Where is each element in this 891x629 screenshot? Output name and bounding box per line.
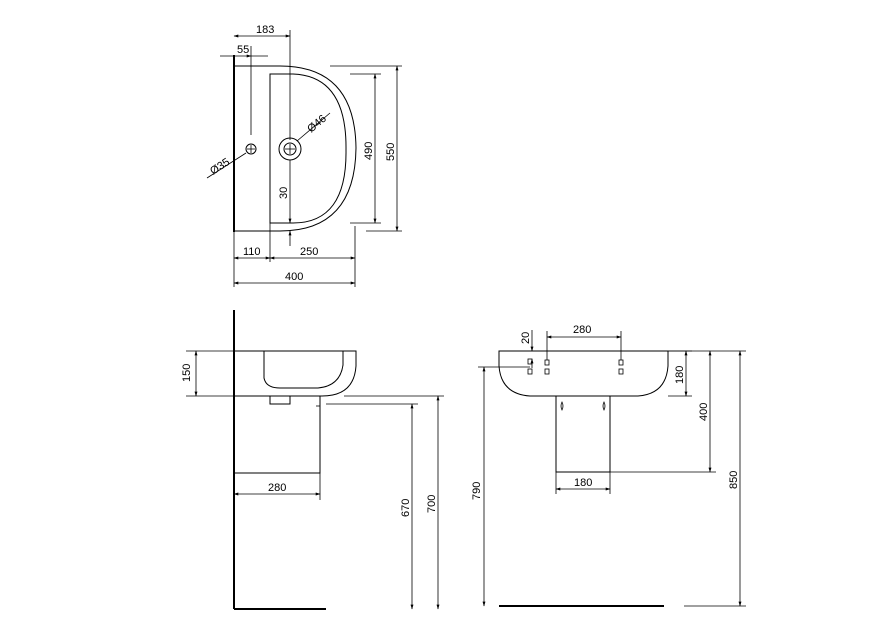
dim-180-width: 180 <box>574 477 592 489</box>
tap-hole-inner <box>283 142 297 156</box>
basin-outline <box>234 65 357 232</box>
dim-150: 150 <box>181 364 193 382</box>
dim-dia46: Ø46 <box>305 113 329 136</box>
dim-55: 55 <box>237 44 249 56</box>
dim-850: 850 <box>728 471 740 489</box>
basin-bowl <box>269 73 347 224</box>
dim-183: 183 <box>256 24 274 36</box>
overflow-hole <box>245 143 257 155</box>
dim-20: 20 <box>520 332 532 344</box>
dim-180-height: 180 <box>674 366 686 384</box>
pedestal-side <box>234 395 321 474</box>
dim-550: 550 <box>385 143 397 161</box>
fixing-holes <box>527 358 624 375</box>
pedestal-front <box>555 396 611 473</box>
dim-400-front: 400 <box>698 403 710 421</box>
dim-400: 400 <box>285 271 303 283</box>
dim-790: 790 <box>471 482 483 500</box>
trap-outlet <box>269 395 291 405</box>
dim-30: 30 <box>278 187 290 199</box>
dim-280-front: 280 <box>573 324 591 336</box>
side-view: 150 280 670 700 <box>181 310 444 610</box>
dim-dia35: Ø35 <box>208 156 232 177</box>
dim-250: 250 <box>300 246 318 258</box>
basin-front <box>498 350 669 397</box>
top-view: 183 55 Ø46 Ø35 490 550 30 110 250 <box>206 24 402 287</box>
dim-700: 700 <box>426 495 438 513</box>
dim-490: 490 <box>363 142 375 160</box>
front-view: 20 280 180 400 180 790 850 <box>471 324 746 607</box>
basin-side-bowl <box>263 351 344 389</box>
basin-side-profile <box>234 350 357 397</box>
dim-280-side: 280 <box>268 482 286 494</box>
dim-670: 670 <box>400 499 412 517</box>
dim-110: 110 <box>243 246 261 258</box>
